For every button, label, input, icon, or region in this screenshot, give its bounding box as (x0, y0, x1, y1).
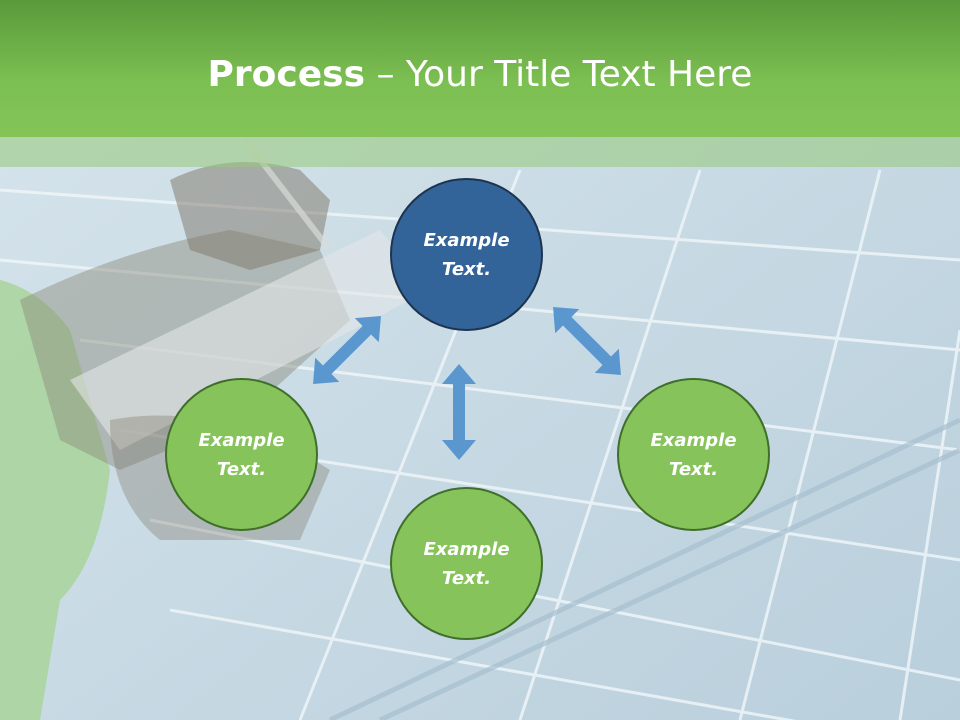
title-rest: – Your Title Text Here (365, 54, 753, 95)
process-node-right: Example Text. (617, 378, 770, 531)
process-node-bottom: Example Text. (390, 487, 543, 640)
header-band (0, 137, 960, 167)
title-bold: Process (207, 54, 366, 95)
title-bar (0, 0, 960, 137)
process-node-left: Example Text. (165, 378, 318, 531)
process-node-top: Example Text. (390, 178, 543, 331)
slide-title: Process – Your Title Text Here (0, 52, 960, 98)
